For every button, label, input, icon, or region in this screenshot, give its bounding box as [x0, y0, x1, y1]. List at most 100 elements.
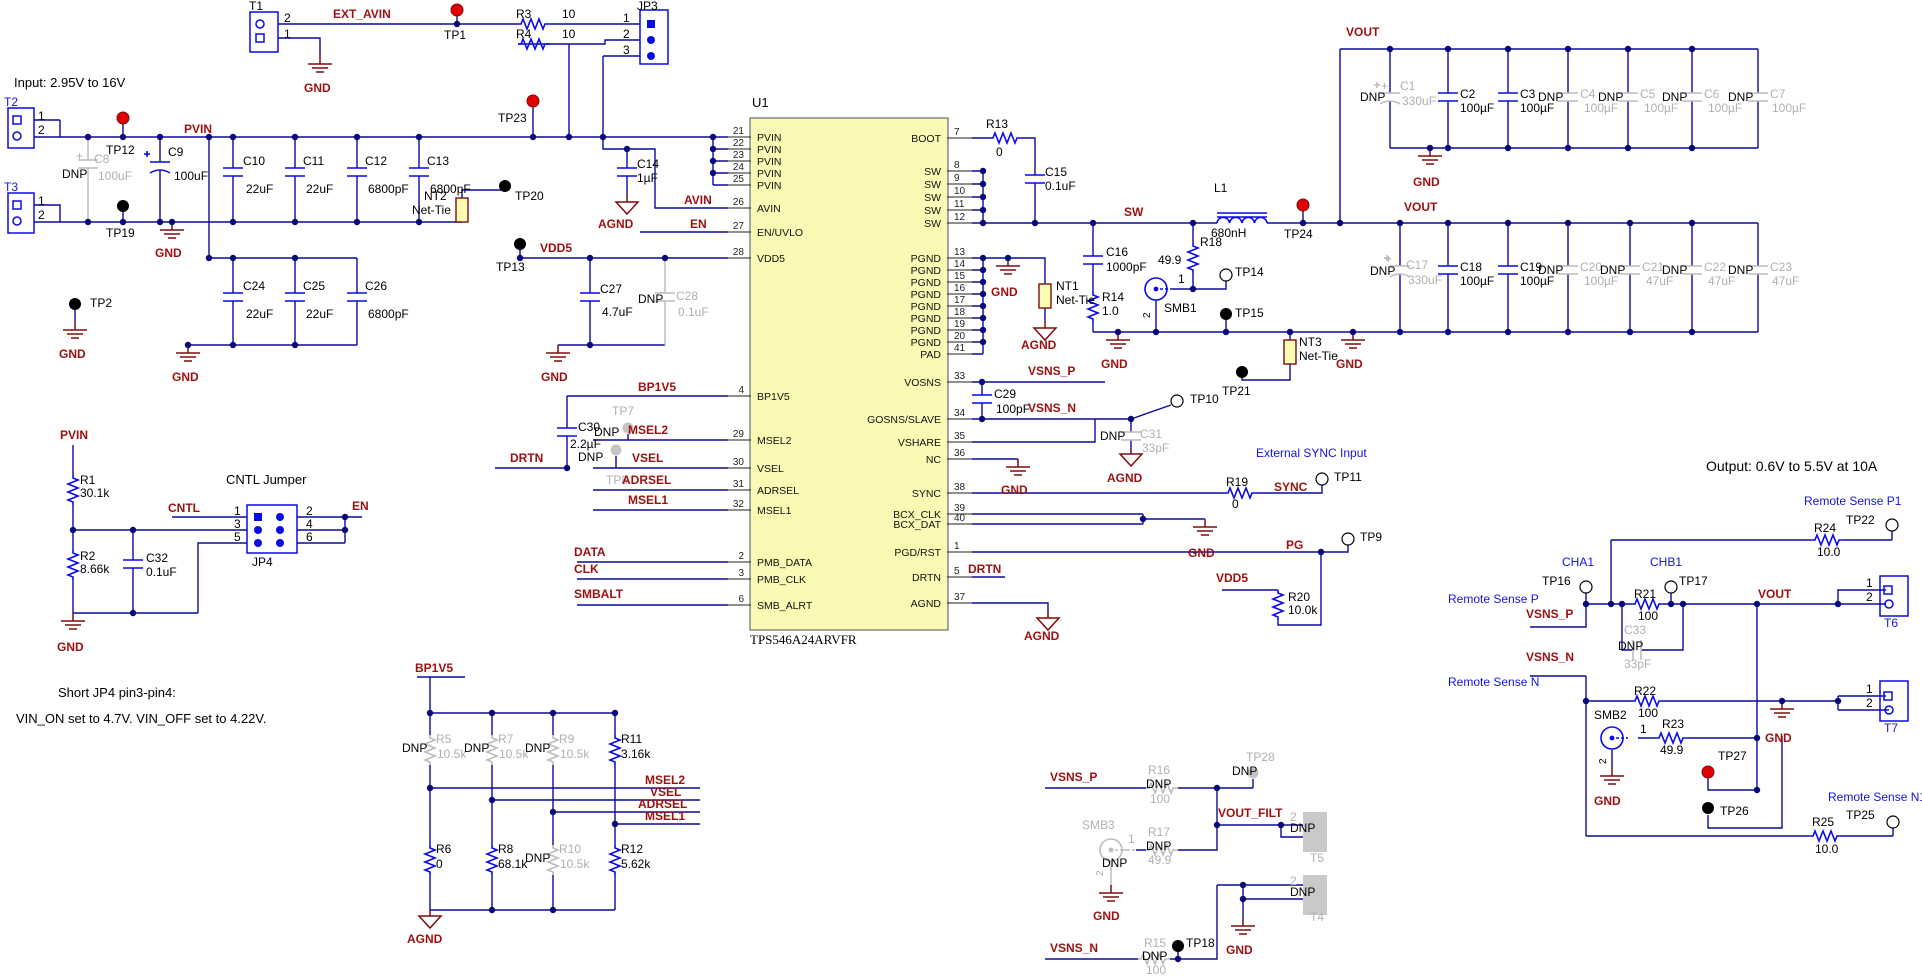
msel2-net-div: MSEL2 — [645, 773, 686, 787]
drtn-net-left: DRTN — [510, 451, 544, 465]
c5-ref: C5 — [1640, 87, 1656, 101]
u1-pin-num-10: 10 — [954, 186, 966, 197]
c1-ref: C1 — [1400, 79, 1416, 93]
drtn-net-pin5: DRTN — [968, 562, 1002, 576]
tp21-label: TP21 — [1222, 384, 1251, 398]
input-note: Input: 2.95V to 16V — [14, 75, 126, 90]
u1-pin-name-32: MSEL1 — [757, 505, 792, 517]
tp13-label: TP13 — [496, 260, 525, 274]
vsns-p-net-chip: VSNS_P — [1028, 364, 1076, 378]
nt2-ref: NT2 — [424, 189, 447, 203]
u1-pin-num-11: 11 — [954, 199, 965, 210]
smb2-pin1-num: 1 — [1640, 722, 1647, 736]
vout-filt-net: VOUT_FILT — [1218, 806, 1283, 820]
r22-ref: R22 — [1634, 684, 1657, 698]
u1-pin-name-23: PVIN — [757, 156, 782, 168]
gnd-bcx: GND — [1188, 546, 1215, 560]
u1-pin-name-15: PGND — [911, 277, 942, 289]
c14-val: 1µF — [637, 171, 658, 185]
c16-val: 1000pF — [1106, 260, 1147, 274]
c17-ref: C17 — [1406, 258, 1429, 272]
tp15-label: TP15 — [1235, 306, 1264, 320]
c21-val: 47uF — [1646, 274, 1674, 288]
t3-connector — [7, 192, 35, 234]
tp12-label: TP12 — [106, 143, 135, 157]
t4-ref: T4 — [1310, 910, 1325, 924]
agnd-pin37: AGND — [1024, 629, 1060, 643]
gnd-smb2: GND — [1594, 794, 1621, 808]
cntl-net: CNTL — [168, 501, 200, 515]
c8-plus: + — [76, 149, 84, 163]
c17-val: 330uF — [1408, 273, 1443, 287]
r1-ref: R1 — [80, 473, 96, 487]
gnd-smb3: GND — [1093, 909, 1120, 923]
pg-net: PG — [1286, 538, 1304, 552]
u1-pin-name-37: AGND — [911, 598, 942, 610]
t5-ref: T5 — [1310, 851, 1325, 865]
t3-pin1-num: 1 — [38, 194, 45, 208]
agnd-nt1: AGND — [1021, 338, 1057, 352]
u1-pin-name-11: SW — [924, 205, 941, 217]
vout-net-rs: VOUT — [1758, 587, 1792, 601]
t2-pin1-num: 1 — [38, 109, 45, 123]
u1-pin-name-26: AVIN — [757, 203, 781, 215]
t4-pin2-num: 2 — [1290, 874, 1297, 888]
gnd-nc: GND — [1001, 483, 1028, 497]
u1-pin-name-31: ADRSEL — [757, 485, 799, 497]
c33-dnp: DNP — [1618, 639, 1644, 653]
c21-dnp: DNP — [1600, 263, 1626, 277]
u1-pin-num-37: 37 — [954, 592, 966, 603]
u1-pin-num-3: 3 — [738, 568, 744, 579]
cha1-note: CHA1 — [1562, 555, 1595, 569]
tp19-label: TP19 — [106, 226, 135, 240]
agnd-div: AGND — [407, 932, 443, 946]
vdd5-net-left: VDD5 — [540, 241, 573, 255]
u1-pin-num-12: 12 — [954, 212, 966, 223]
c17-dnp: DNP — [1370, 264, 1396, 278]
r16-val: 100 — [1150, 792, 1171, 806]
r19-ref: R19 — [1226, 475, 1249, 489]
u1-pin-name-9: SW — [924, 179, 941, 191]
c9-val: 100uF — [174, 169, 209, 183]
nt3-ref: NT3 — [1299, 335, 1322, 349]
u1-pin-name-39: BCX_CLK — [893, 509, 941, 521]
gnd-t7: GND — [1765, 731, 1792, 745]
en-net-chip: EN — [690, 217, 707, 231]
vdd5-net-r20: VDD5 — [1216, 571, 1249, 585]
agnd-c14: AGND — [598, 217, 634, 231]
c8-dnp: DNP — [62, 167, 88, 181]
jp4-pin5-num: 5 — [234, 530, 241, 544]
r9-val: 10.5k — [560, 747, 590, 761]
u1-pin-name-12: SW — [924, 218, 941, 230]
gnd-cntl: GND — [57, 640, 84, 654]
jumper-note-2: VIN_ON set to 4.7V. VIN_OFF set to 4.22V… — [16, 711, 267, 726]
t1-pin2-num: 2 — [284, 11, 291, 25]
c21-ref: C21 — [1642, 260, 1665, 274]
c13-ref: C13 — [427, 154, 450, 168]
smb1-ref: SMB1 — [1164, 301, 1197, 315]
vsns-p-net-filt: VSNS_P — [1050, 770, 1098, 784]
r24-ref: R24 — [1814, 521, 1837, 535]
u1-pin-name-29: MSEL2 — [757, 435, 792, 447]
u1-chip-body — [749, 117, 949, 631]
c10-val: 22uF — [246, 182, 274, 196]
jp3-pin1-num: 1 — [623, 11, 630, 25]
r23-val: 49.9 — [1660, 743, 1684, 757]
r14-ref: R14 — [1102, 290, 1125, 304]
t7-pin2-num: 2 — [1866, 696, 1873, 710]
rsp1-note: Remote Sense P1 — [1804, 494, 1902, 508]
tp28-dnp: DNP — [1232, 764, 1258, 778]
c5-val: 100µF — [1644, 101, 1679, 115]
t6-connector — [1879, 575, 1909, 617]
r1-val: 30.1k — [80, 486, 110, 500]
r7-ref: R7 — [498, 732, 514, 746]
c2-ref: C2 — [1460, 87, 1476, 101]
c22-ref: C22 — [1704, 260, 1727, 274]
rsp-note: Remote Sense P — [1448, 592, 1539, 606]
jp3-pin2-num: 2 — [623, 27, 630, 41]
u1-pin-num-13: 13 — [954, 247, 966, 258]
u1-pin-num-33: 33 — [954, 371, 966, 382]
u1-pin-name-20: PGND — [911, 337, 942, 349]
r17-dnp: DNP — [1146, 839, 1172, 853]
t2-ref: T2 — [4, 95, 19, 109]
